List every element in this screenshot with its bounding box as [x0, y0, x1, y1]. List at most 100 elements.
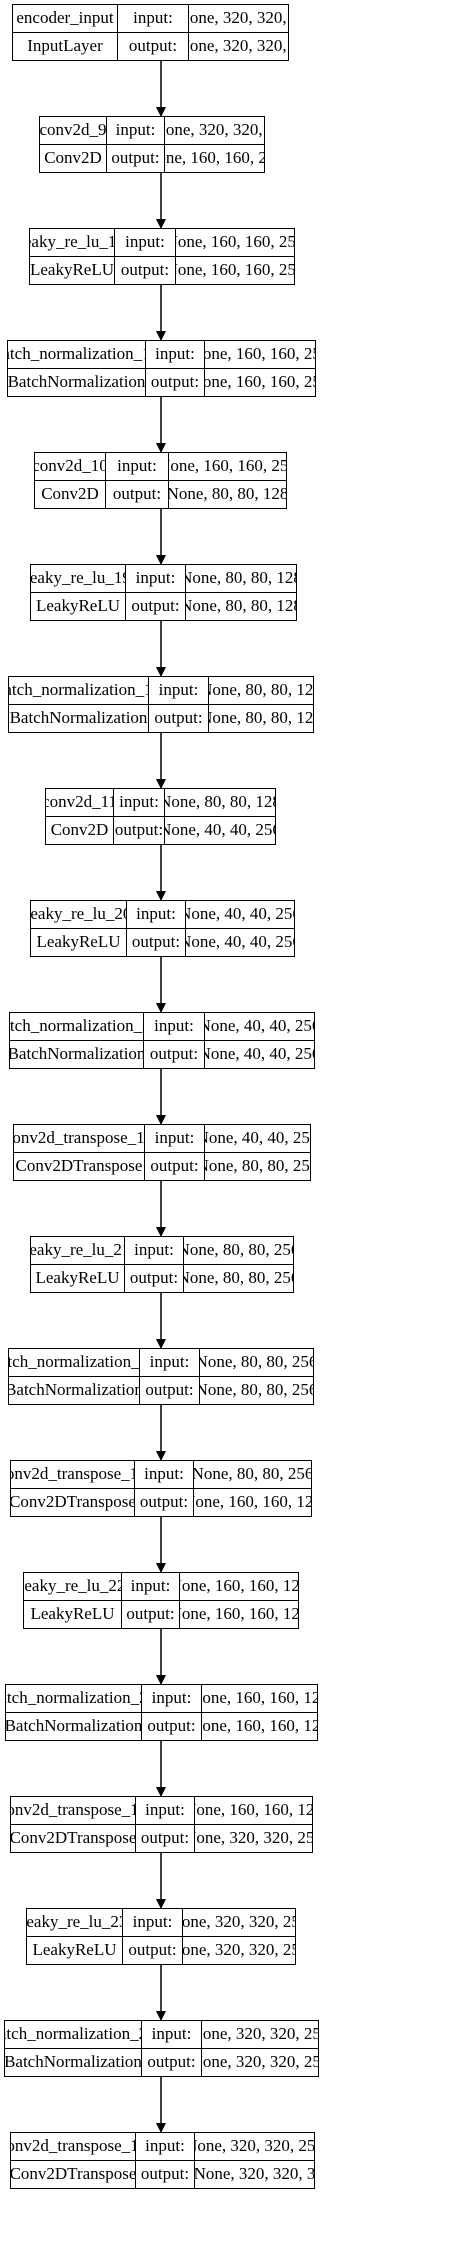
output-label: output: — [115, 256, 176, 284]
input-label: input: — [125, 1237, 184, 1265]
input-shape: (None, 80, 80, 256) — [200, 1349, 313, 1377]
output-label: output: — [122, 1600, 180, 1628]
layer-name: batch_normalization_19 — [9, 677, 149, 705]
layer-name: conv2d_11 — [46, 789, 114, 817]
output-label: output: — [146, 368, 205, 396]
input-shape: (None, 80, 80, 128) — [209, 677, 313, 705]
output-shape: (None, 160, 160, 256) — [176, 260, 294, 280]
layer-class: BatchNormalization — [6, 1712, 142, 1740]
layer-class: Conv2D — [46, 816, 114, 844]
layer-class: Conv2DTranspose — [11, 1488, 135, 1516]
layer-class: LeakyReLU — [31, 928, 127, 956]
input-shape: (None, 40, 40, 256) — [205, 1125, 310, 1153]
output-shape: [(None, 320, 320, 3)] — [189, 36, 288, 56]
input-label: input: — [145, 1125, 205, 1153]
layer-node: conv2d_transpose_14input:(None, 160, 160… — [10, 1796, 313, 1853]
output-shape: (None, 80, 80, 128) — [186, 596, 296, 616]
input-label: input: — [142, 2021, 202, 2049]
input-label: input: — [136, 2133, 195, 2161]
layer-class: LeakyReLU — [24, 1600, 122, 1628]
output-shape: (None, 80, 80, 128) — [209, 708, 313, 728]
input-shape: (None, 40, 40, 256) — [205, 1013, 314, 1041]
output-shape: (None, 160, 160, 128) — [180, 1604, 298, 1624]
output-shape: (None, 320, 320, 3) — [195, 2164, 314, 2184]
layer-name: leaky_re_lu_20 — [31, 901, 127, 929]
output-shape: (None, 320, 320, 256) — [183, 1940, 295, 1960]
input-label: input: — [106, 453, 169, 481]
input-label: input: — [144, 1013, 205, 1041]
layer-name: leaky_re_lu_19 — [31, 565, 126, 593]
output-label: output: — [135, 1488, 194, 1516]
input-shape: (None, 160, 160, 128) — [195, 1797, 312, 1825]
output-label: output: — [114, 816, 165, 844]
layer-name: batch_normalization_23 — [5, 2021, 142, 2049]
input-shape: (None, 320, 320, 3) — [165, 117, 264, 145]
layer-name: conv2d_9 — [40, 117, 107, 145]
layer-name: leaky_re_lu_22 — [24, 1573, 122, 1601]
layer-node: conv2d_transpose_12input:(None, 40, 40, … — [13, 1124, 311, 1181]
layer-node: leaky_re_lu_18input:(None, 160, 160, 256… — [29, 228, 295, 285]
input-label: input: — [123, 1909, 183, 1937]
layer-class: Conv2DTranspose — [11, 1824, 136, 1852]
input-shape: (None, 80, 80, 256) — [184, 1237, 293, 1265]
output-label: output: — [149, 704, 209, 732]
layer-class: Conv2DTranspose — [11, 2160, 136, 2188]
input-shape: [(None, 320, 320, 3)] — [189, 5, 288, 33]
layer-class: BatchNormalization — [9, 1376, 140, 1404]
input-shape: (None, 80, 80, 128) — [186, 565, 296, 593]
input-shape: (None, 40, 40, 256) — [186, 901, 294, 929]
input-label: input: — [127, 901, 186, 929]
layer-node: conv2d_transpose_15input:(None, 320, 320… — [10, 2132, 315, 2189]
output-shape: (None, 40, 40, 256) — [205, 1044, 314, 1064]
input-shape: (None, 320, 320, 256) — [183, 1909, 295, 1937]
output-shape: (None, 160, 160, 128) — [194, 1492, 311, 1512]
output-label: output: — [136, 1824, 195, 1852]
output-label: output: — [123, 1936, 183, 1964]
output-label: output: — [126, 592, 186, 620]
output-shape: (None, 80, 80, 256) — [205, 1156, 310, 1176]
layer-class: LeakyReLU — [31, 1264, 125, 1292]
input-label: input: — [122, 1573, 180, 1601]
input-label: input: — [107, 117, 165, 145]
output-label: output: — [127, 928, 186, 956]
input-shape: (None, 320, 320, 256) — [195, 2133, 314, 2161]
layer-class: Conv2DTranspose — [14, 1152, 145, 1180]
layer-name: conv2d_transpose_13 — [11, 1461, 135, 1489]
output-label: output: — [106, 480, 169, 508]
output-label: output: — [142, 1712, 202, 1740]
layer-class: BatchNormalization — [8, 368, 146, 396]
output-shape: (None, 160, 160, 256) — [165, 148, 264, 168]
output-shape: (None, 160, 160, 256) — [205, 372, 315, 392]
layer-class: LeakyReLU — [30, 256, 115, 284]
output-shape: (None, 320, 320, 256) — [202, 2052, 318, 2072]
input-label: input: — [140, 1349, 200, 1377]
input-shape: (None, 80, 80, 128) — [165, 789, 275, 817]
input-label: input: — [135, 1461, 194, 1489]
input-label: input: — [142, 1685, 202, 1713]
output-label: output: — [118, 32, 189, 60]
layer-node: conv2d_transpose_13input:(None, 80, 80, … — [10, 1460, 312, 1517]
output-shape: (None, 320, 320, 256) — [195, 1828, 312, 1848]
layer-class: Conv2D — [40, 144, 107, 172]
output-label: output: — [136, 2160, 195, 2188]
output-shape: (None, 80, 80, 256) — [184, 1268, 293, 1288]
layer-class: LeakyReLU — [27, 1936, 123, 1964]
input-label: input: — [146, 341, 205, 369]
output-shape: (None, 160, 160, 128) — [202, 1716, 317, 1736]
input-label: input: — [126, 565, 186, 593]
layer-name: leaky_re_lu_21 — [31, 1237, 125, 1265]
layer-name: conv2d_10 — [35, 453, 106, 481]
output-label: output: — [145, 1152, 205, 1180]
output-label: output: — [107, 144, 165, 172]
